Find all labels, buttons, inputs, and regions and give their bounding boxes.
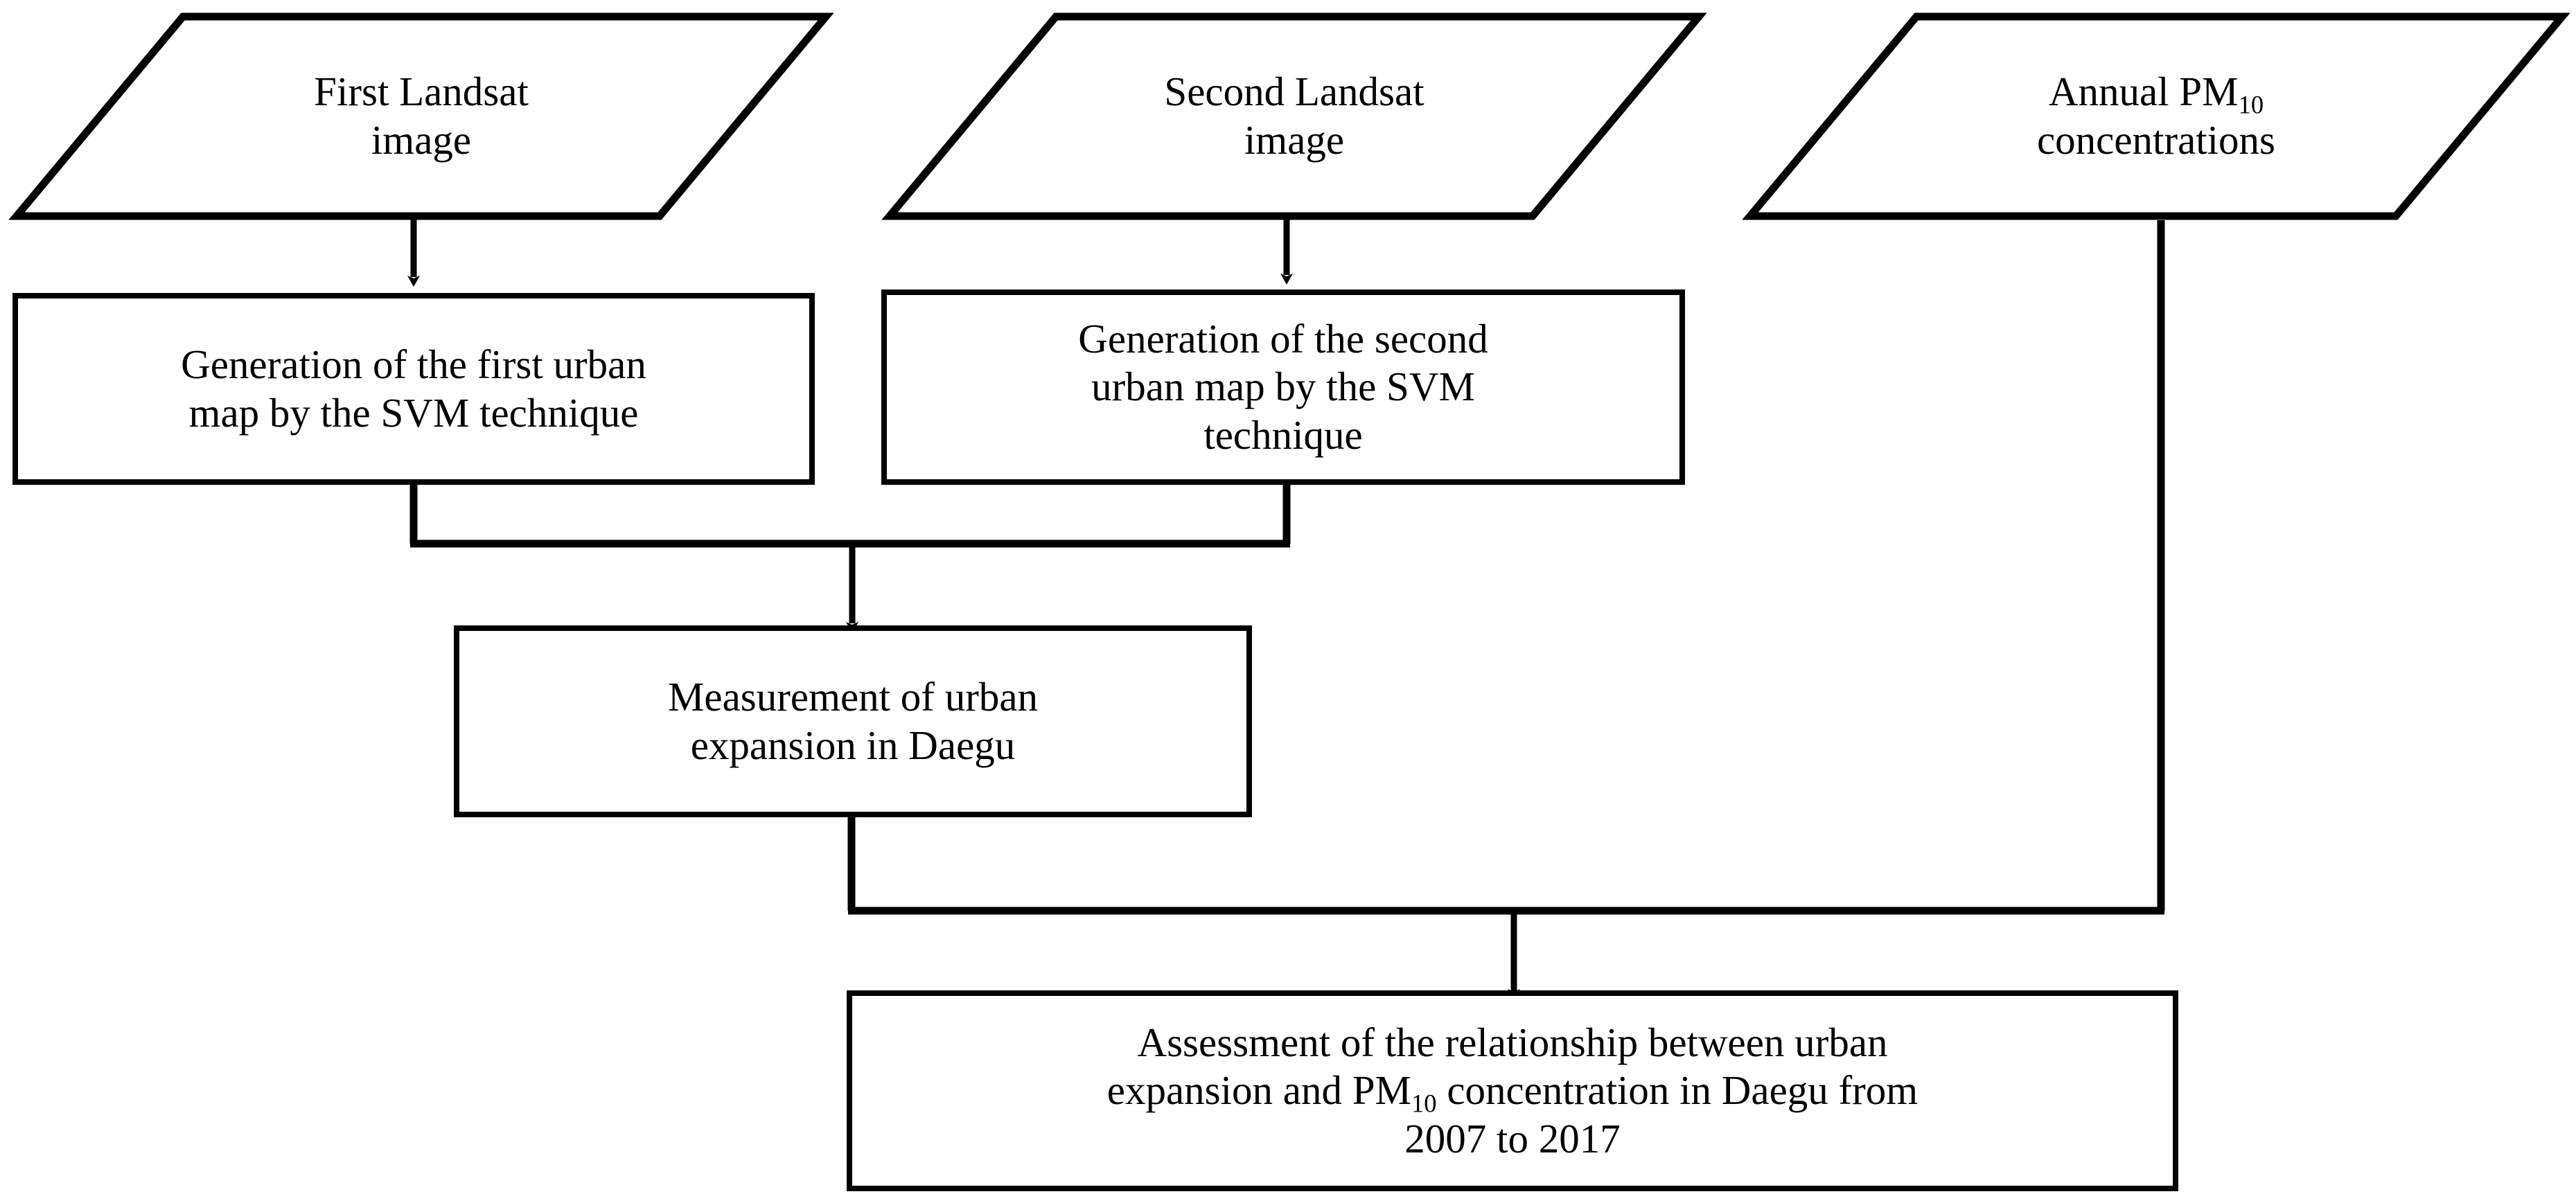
node-label: Assessment of the relationship between u… — [852, 1019, 2173, 1164]
subscript-10: 10 — [2238, 91, 2264, 120]
parallelogram-shape — [8, 12, 834, 220]
node-label-line1-prefix: Annual PM — [2048, 69, 2239, 115]
node-label-line2: map by the SVM technique — [188, 389, 639, 436]
subscript-10: 10 — [1411, 1089, 1437, 1118]
node-label-line2-prefix: expansion and PM — [1106, 1067, 1411, 1114]
node-label-line3: 2007 to 2017 — [1404, 1115, 1621, 1161]
node-label-line2: concentrations — [2036, 117, 2276, 163]
node-label-line2: expansion in Daegu — [690, 722, 1016, 768]
node-assessment-relationship[interactable]: Assessment of the relationship between u… — [847, 990, 2178, 1191]
parallelogram-shape — [881, 12, 1707, 220]
node-label-line1: Assessment of the relationship between u… — [1137, 1019, 1888, 1065]
connector-urban-maps-merge-to-measurement — [409, 485, 1291, 633]
node-label-line2: image — [371, 117, 472, 163]
node-label-line1: Measurement of urban — [667, 673, 1039, 720]
node-label-line1: Generation of the first urban — [181, 341, 646, 387]
node-label-line2-suffix: concentration in Daegu from — [1436, 1067, 1918, 1114]
node-label-line3: technique — [1203, 411, 1363, 458]
node-label-line1: Generation of the second — [1078, 315, 1488, 362]
node-label-line1: First Landsat — [314, 69, 529, 115]
node-label-line2: image — [1244, 117, 1345, 163]
node-label-line2: urban map by the SVM — [1091, 364, 1475, 410]
node-label-line1: Second Landsat — [1164, 69, 1424, 115]
parallelogram-shape — [1742, 12, 2570, 220]
